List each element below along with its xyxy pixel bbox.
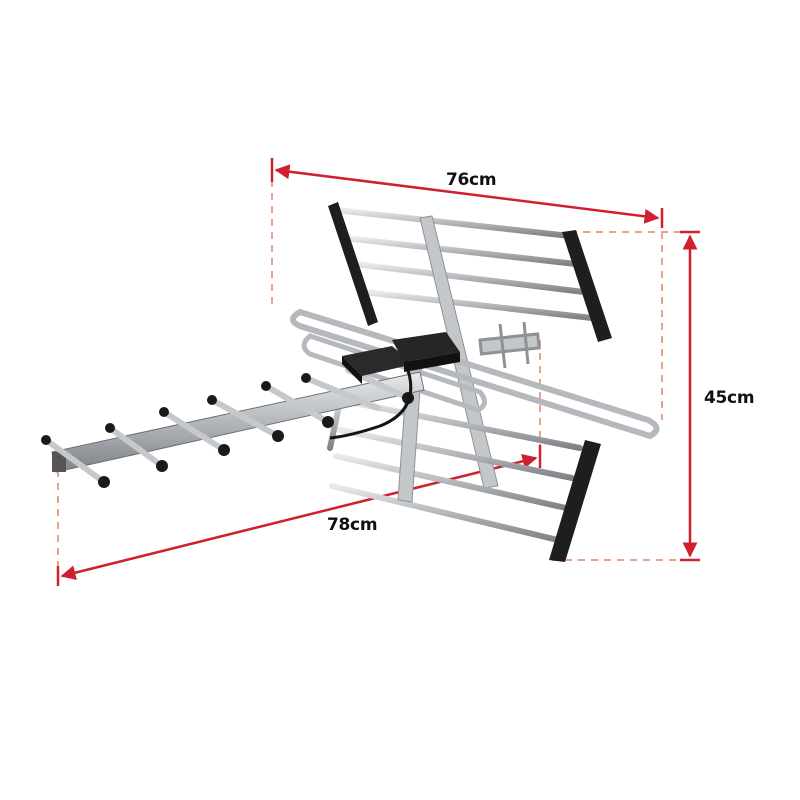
yagi-boom [41,367,425,488]
height-dimension-label: 45cm [704,388,755,408]
reflector-lower [327,359,601,562]
dipole-loop [290,308,660,440]
mast-clamp [478,321,541,369]
dimension-lines [56,158,700,586]
width-dimension-label: 76cm [446,170,497,190]
guide-dashes [57,180,690,578]
amplifier-box [329,332,460,440]
length-dimension-label: 78cm [327,515,378,535]
